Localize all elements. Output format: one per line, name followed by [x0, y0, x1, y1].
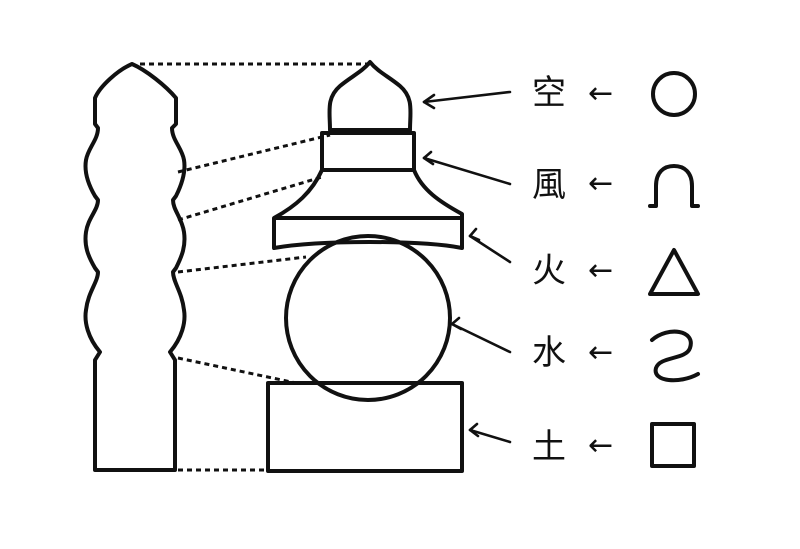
- pointer-water-head: [450, 316, 463, 331]
- arrow-wind: ←: [588, 166, 613, 201]
- square-icon: [650, 422, 696, 468]
- gorinto-pagoda: [266, 60, 464, 473]
- pointer-wind-line: [422, 156, 512, 186]
- kanji-fire: 火: [532, 251, 566, 291]
- connector-line-earth-top: [177, 356, 297, 385]
- connector-line-fire: [177, 175, 323, 222]
- wind-crescent: [320, 131, 416, 172]
- pointer-earth-line: [468, 428, 512, 444]
- sky-jewel: [327, 60, 413, 132]
- water-sphere: [284, 234, 452, 402]
- kanji-water: 水: [532, 333, 566, 373]
- pointer-sky-line: [422, 90, 512, 104]
- pointer-earth-head: [468, 422, 480, 438]
- wave-icon: [650, 329, 700, 383]
- circle-icon: [651, 71, 697, 117]
- connector-line-wind: [177, 133, 331, 174]
- fire-roof: [272, 168, 464, 250]
- kanji-earth: 土: [532, 427, 566, 467]
- arrow-earth: ←: [588, 428, 613, 463]
- pointer-sky-head: [422, 93, 436, 110]
- pointer-wind-head: [422, 150, 435, 166]
- arrow-fire: ←: [588, 253, 613, 288]
- kanji-sky: 空: [532, 73, 566, 113]
- arrow-water: ←: [588, 335, 613, 370]
- triangle-icon: [648, 248, 700, 296]
- arrow-sky: ←: [588, 76, 613, 111]
- sotoba-outline: [83, 62, 187, 472]
- connector-lines: [140, 62, 370, 472]
- arch-icon: [648, 164, 700, 208]
- connector-line-water: [177, 255, 307, 274]
- pointer-arrows: [422, 90, 512, 444]
- earth-cube: [266, 381, 464, 473]
- pointer-fire-head: [468, 227, 481, 242]
- kanji-wind: 風: [532, 165, 566, 205]
